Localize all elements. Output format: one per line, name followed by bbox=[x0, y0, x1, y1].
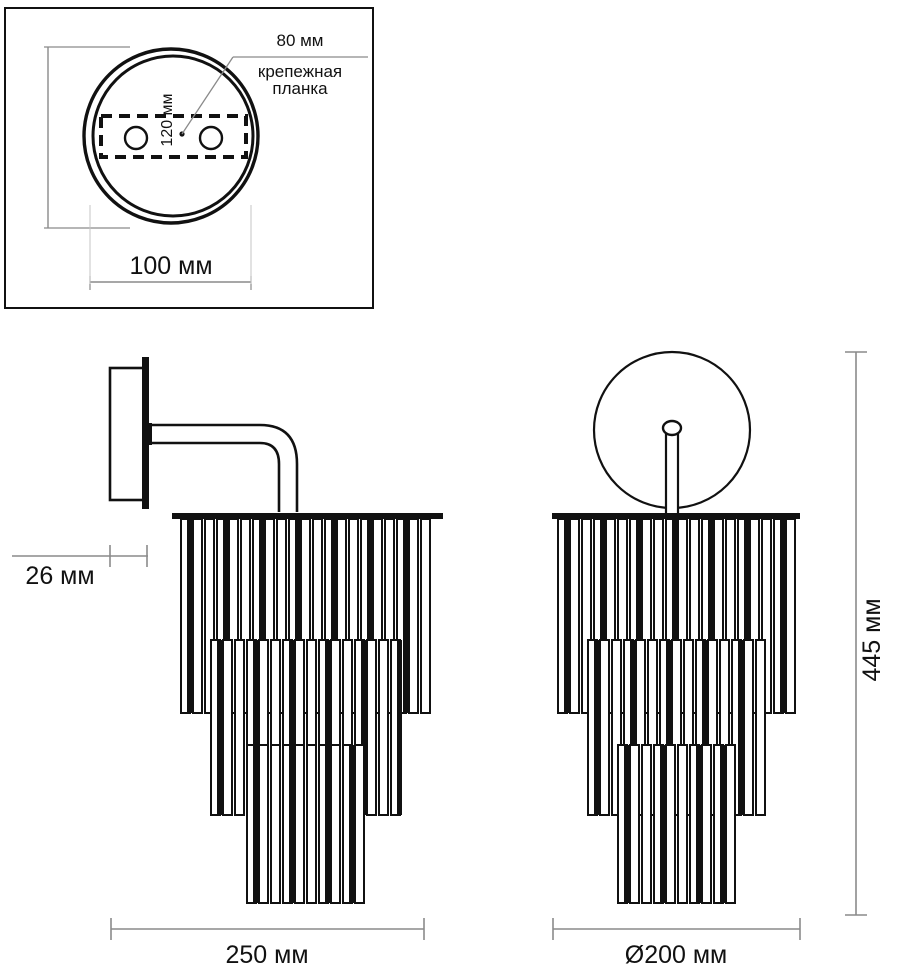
screw-hole-left bbox=[123, 125, 149, 151]
side-fringe-tier-1 bbox=[180, 518, 431, 714]
bracket-size-label: 80 мм bbox=[276, 31, 323, 50]
dimension-diameter-200 bbox=[552, 918, 801, 940]
front-fringe-tier-2 bbox=[587, 639, 766, 816]
front-fringe-tier-3 bbox=[617, 744, 736, 904]
side-view-group: 26 мм 250 мм bbox=[12, 357, 443, 969]
bracket-annotation-line2: планка bbox=[272, 79, 328, 98]
front-top-rim bbox=[552, 513, 800, 519]
front-view-group: Ø200 мм 445 мм bbox=[552, 350, 886, 969]
dimension-height-120 bbox=[44, 46, 130, 229]
side-wall-plate-edge bbox=[142, 357, 149, 509]
screw-hole-right bbox=[198, 125, 224, 151]
arm-inner-contour bbox=[149, 441, 281, 512]
arm-wall-joint bbox=[146, 423, 152, 445]
side-depth-label: 26 мм bbox=[25, 562, 94, 590]
mounting-bracket-outline bbox=[99, 114, 248, 159]
plate-inner-circle bbox=[91, 54, 255, 218]
front-stem-cap bbox=[661, 419, 683, 437]
side-width-label: 250 мм bbox=[225, 941, 308, 969]
plate-outer-circle bbox=[82, 47, 260, 225]
side-top-rim bbox=[172, 513, 443, 519]
front-stem bbox=[664, 426, 680, 518]
detail-height-label: 120 мм bbox=[159, 93, 176, 146]
front-fringe-tier-1 bbox=[557, 518, 796, 714]
dimension-depth-26 bbox=[12, 545, 148, 567]
bracket-leader-line bbox=[181, 56, 368, 135]
dimension-height-445 bbox=[845, 351, 867, 916]
dimension-width-250 bbox=[110, 918, 425, 940]
bracket-annotation-line1: крепежная bbox=[258, 62, 342, 81]
front-diameter-label: Ø200 мм bbox=[625, 941, 727, 969]
mounting-plate-detail-panel: 120 мм 100 мм 80 мм крепежная планка bbox=[4, 7, 374, 309]
front-height-label: 445 мм bbox=[858, 598, 886, 681]
detail-width-label: 100 мм bbox=[129, 252, 212, 280]
dimension-width-100 bbox=[89, 205, 252, 290]
side-fringe-tier-3 bbox=[246, 744, 365, 904]
side-wall-plate-body bbox=[108, 366, 147, 502]
arm-outer-contour bbox=[149, 423, 299, 512]
